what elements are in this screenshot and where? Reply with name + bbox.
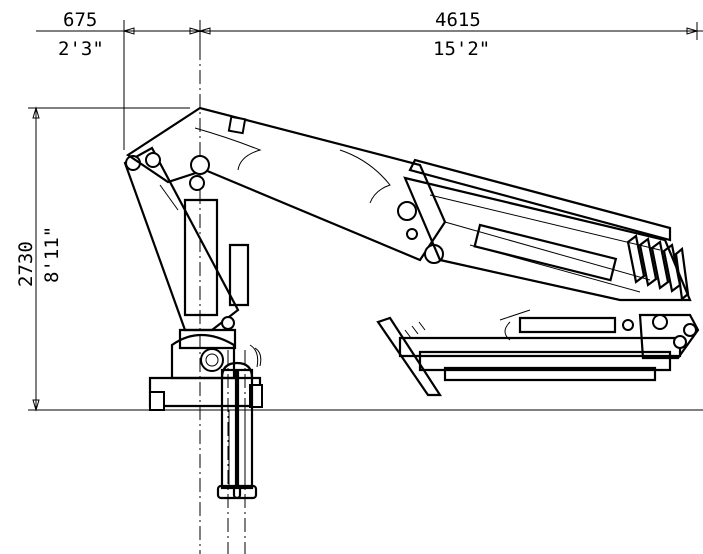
extension-pads [626,234,690,302]
outer-boom [403,158,692,302]
dimension-lines [28,20,703,412]
height-imperial: 8'11" [41,226,63,283]
reach-metric: 4615 [435,9,481,31]
jib-extension [376,309,700,397]
left-offset-imperial: 2'3" [58,38,104,60]
reach-imperial: 15'2" [433,38,490,60]
stabilizer-legs [216,344,262,500]
height-metric: 2730 [15,241,37,287]
left-offset-metric: 675 [63,9,97,31]
inner-boom [126,106,447,264]
